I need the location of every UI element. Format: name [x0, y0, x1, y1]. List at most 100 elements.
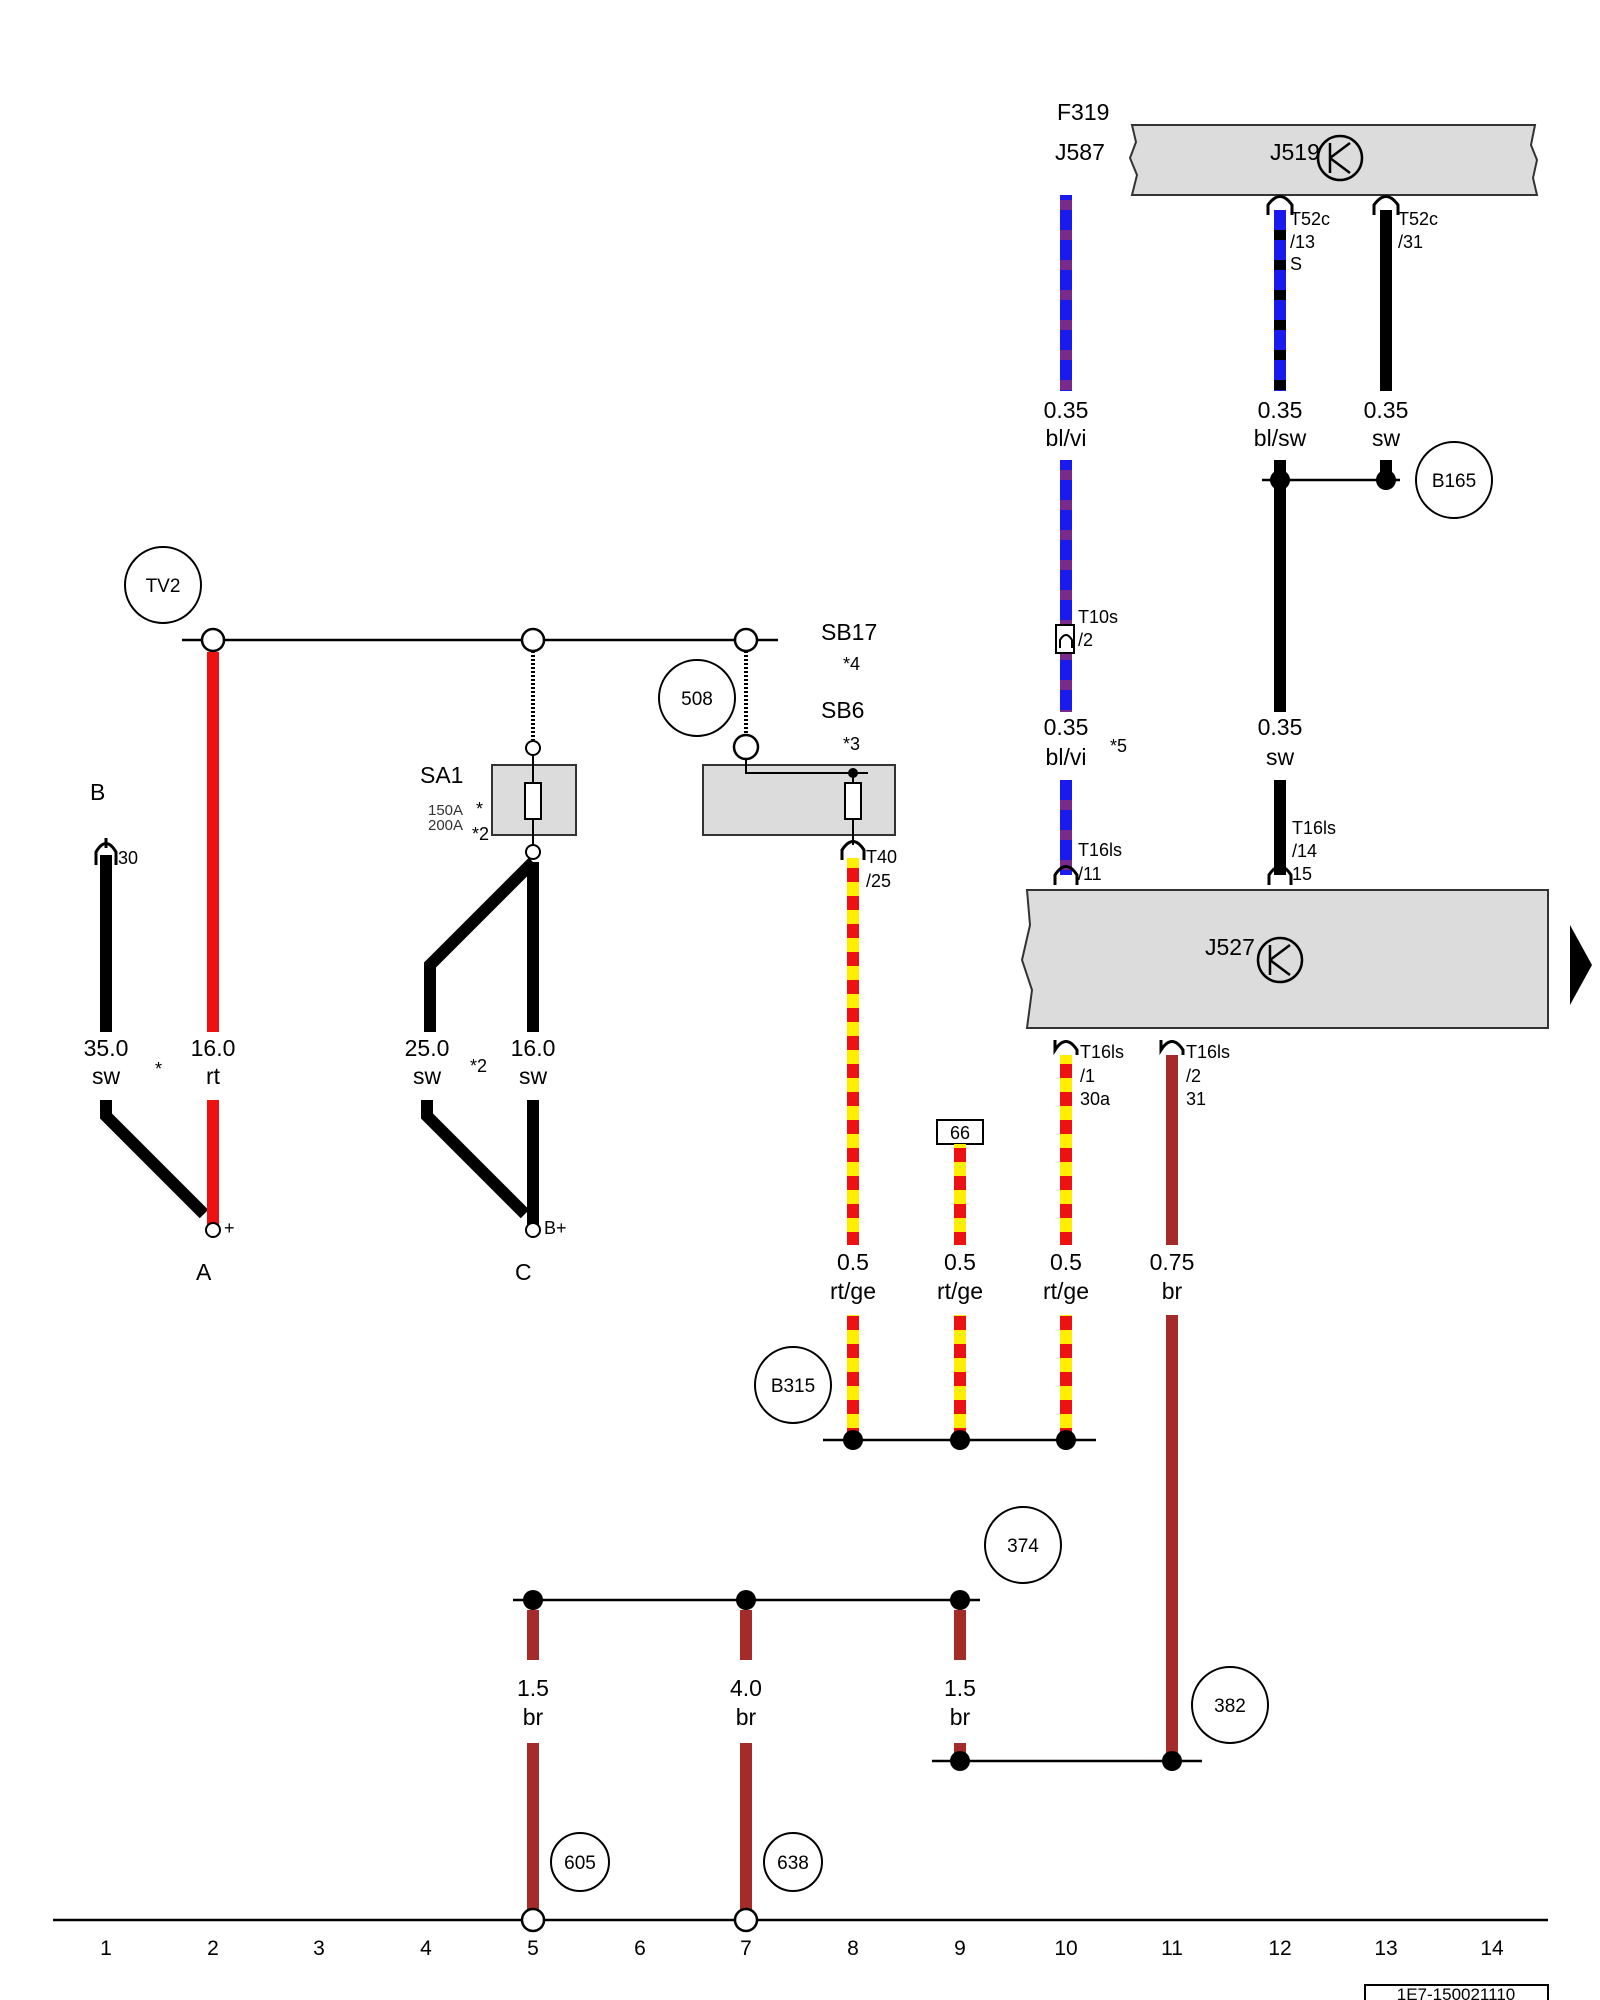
label-A: A	[196, 1259, 212, 1285]
wire-size: 16.0	[511, 1035, 556, 1061]
wire-bl-sw	[1274, 210, 1286, 391]
wire-color: rt/ge	[830, 1278, 876, 1304]
wire-color: rt	[206, 1063, 221, 1089]
pin-B-30	[94, 838, 118, 865]
wire-sw-16-low	[527, 1100, 539, 1227]
connector-box-66: 66	[936, 1119, 984, 1145]
wire-rt-ge-col9	[954, 1144, 966, 1245]
footnote: *	[476, 799, 483, 819]
junction-dot	[523, 1590, 543, 1610]
terminal-A	[205, 1222, 221, 1238]
wire-br-col9	[954, 1610, 966, 1660]
wire-rt-ge-col10-low	[1060, 1315, 1072, 1440]
wire-color: bl/sw	[1254, 425, 1307, 451]
pin-label: T16ls	[1292, 818, 1336, 838]
svg-text:508: 508	[681, 689, 713, 710]
pin-T52c-31	[1372, 195, 1400, 215]
control-unit-J519: J519	[1128, 124, 1539, 196]
ref-circle-638: 638	[763, 1832, 823, 1892]
pin-label: /25	[866, 871, 891, 891]
wire-size: 0.35	[1044, 397, 1089, 423]
wire-br-col7	[740, 1610, 752, 1660]
pin-label: T40	[866, 847, 897, 867]
wire-color: sw	[519, 1063, 548, 1089]
column-number: 13	[1374, 1937, 1397, 1960]
junction-dot	[950, 1751, 970, 1771]
fuse-box-SB6	[702, 759, 896, 845]
label-SB17: SB17	[821, 619, 877, 645]
column-numbers: 1 2 3 4 5 6 7 8 9 10 11 12 13 14	[100, 1937, 1504, 1960]
footnote: *2	[472, 824, 489, 844]
wire-color: rt/ge	[1043, 1278, 1089, 1304]
transistor-icon	[1256, 936, 1304, 984]
wire-size: 0.5	[837, 1249, 869, 1275]
wire-rt-ge-col8-low	[847, 1315, 859, 1440]
wire-size: 0.35	[1044, 714, 1089, 740]
column-number: 1	[100, 1937, 112, 1960]
terminal	[733, 627, 759, 653]
column-number: 14	[1480, 1937, 1504, 1960]
ref-circle-374: 374	[984, 1506, 1062, 1584]
transistor-icon	[1316, 134, 1364, 182]
junction-dot	[736, 1590, 756, 1610]
pin-label: /14	[1292, 841, 1317, 861]
pin-label: T52c	[1290, 209, 1330, 229]
wire-size: 0.5	[944, 1249, 976, 1275]
wire-br-col11-low	[1166, 1315, 1178, 1761]
footnote: *5	[1110, 736, 1127, 756]
wire-color: br	[736, 1704, 757, 1730]
pin-T40-25	[840, 840, 866, 860]
wire-color: sw	[1266, 744, 1295, 770]
wire-rt-16	[207, 652, 219, 1032]
pin-label: 15	[1292, 864, 1312, 884]
pin-T16ls-14	[1267, 865, 1293, 885]
column-number: 11	[1161, 1937, 1183, 1960]
fuse-icon	[524, 782, 542, 820]
wire-sw-col12	[1274, 460, 1286, 712]
wire-size: 1.5	[944, 1675, 976, 1701]
junction-dot	[1056, 1430, 1076, 1450]
wire-sw-16	[527, 862, 539, 1032]
svg-text:B315: B315	[771, 1376, 815, 1397]
wire-color: rt/ge	[937, 1278, 983, 1304]
pin-T16ls-1	[1053, 1040, 1079, 1056]
ref-circle-B165: B165	[1415, 441, 1493, 519]
fuse-rating: 150A	[428, 802, 463, 819]
wire-size: 0.75	[1150, 1249, 1195, 1275]
column-number: 7	[740, 1937, 752, 1960]
ref-circle-605: 605	[550, 1832, 610, 1892]
terminal	[525, 740, 541, 756]
wire-size: 25.0	[405, 1035, 450, 1061]
wire-color: sw	[1372, 425, 1401, 451]
pin-T52c-13	[1266, 195, 1294, 215]
pin-label: T16ls	[1080, 1042, 1124, 1062]
footnote: *3	[843, 734, 860, 754]
label-J527: J527	[1205, 934, 1255, 960]
column-number: 3	[313, 1937, 325, 1960]
wire-br-col5	[527, 1610, 539, 1660]
diagram-code: 1E7-150021110	[1364, 1984, 1549, 2000]
wire-rt-16-low	[207, 1100, 219, 1227]
svg-text:B165: B165	[1432, 471, 1476, 492]
fuse-icon	[844, 782, 862, 820]
pin-T16ls-2	[1159, 1040, 1185, 1056]
continuation-arrow-icon	[1570, 925, 1592, 1005]
wire-sw-35	[100, 855, 112, 1032]
wire-color: sw	[413, 1063, 442, 1089]
pin-T16ls-11	[1053, 865, 1079, 885]
ref-circle-B315: B315	[754, 1346, 832, 1424]
column-number: 4	[420, 1937, 432, 1960]
label-J519: J519	[1270, 139, 1320, 165]
terminal	[525, 844, 541, 860]
pin-label: /1	[1080, 1066, 1095, 1086]
wire-size: 0.35	[1364, 397, 1409, 423]
pin-label: T16ls	[1078, 840, 1122, 860]
connector-T10s	[1055, 624, 1075, 654]
wire-sw-25	[424, 857, 538, 1032]
svg-text:1E7-150021110: 1E7-150021110	[1397, 1985, 1515, 2000]
junction-dot	[1162, 1751, 1182, 1771]
wire-sw-col13	[1380, 210, 1392, 391]
wire-sw-25-low	[421, 1100, 530, 1219]
ref-circle-508: 508	[658, 659, 736, 737]
